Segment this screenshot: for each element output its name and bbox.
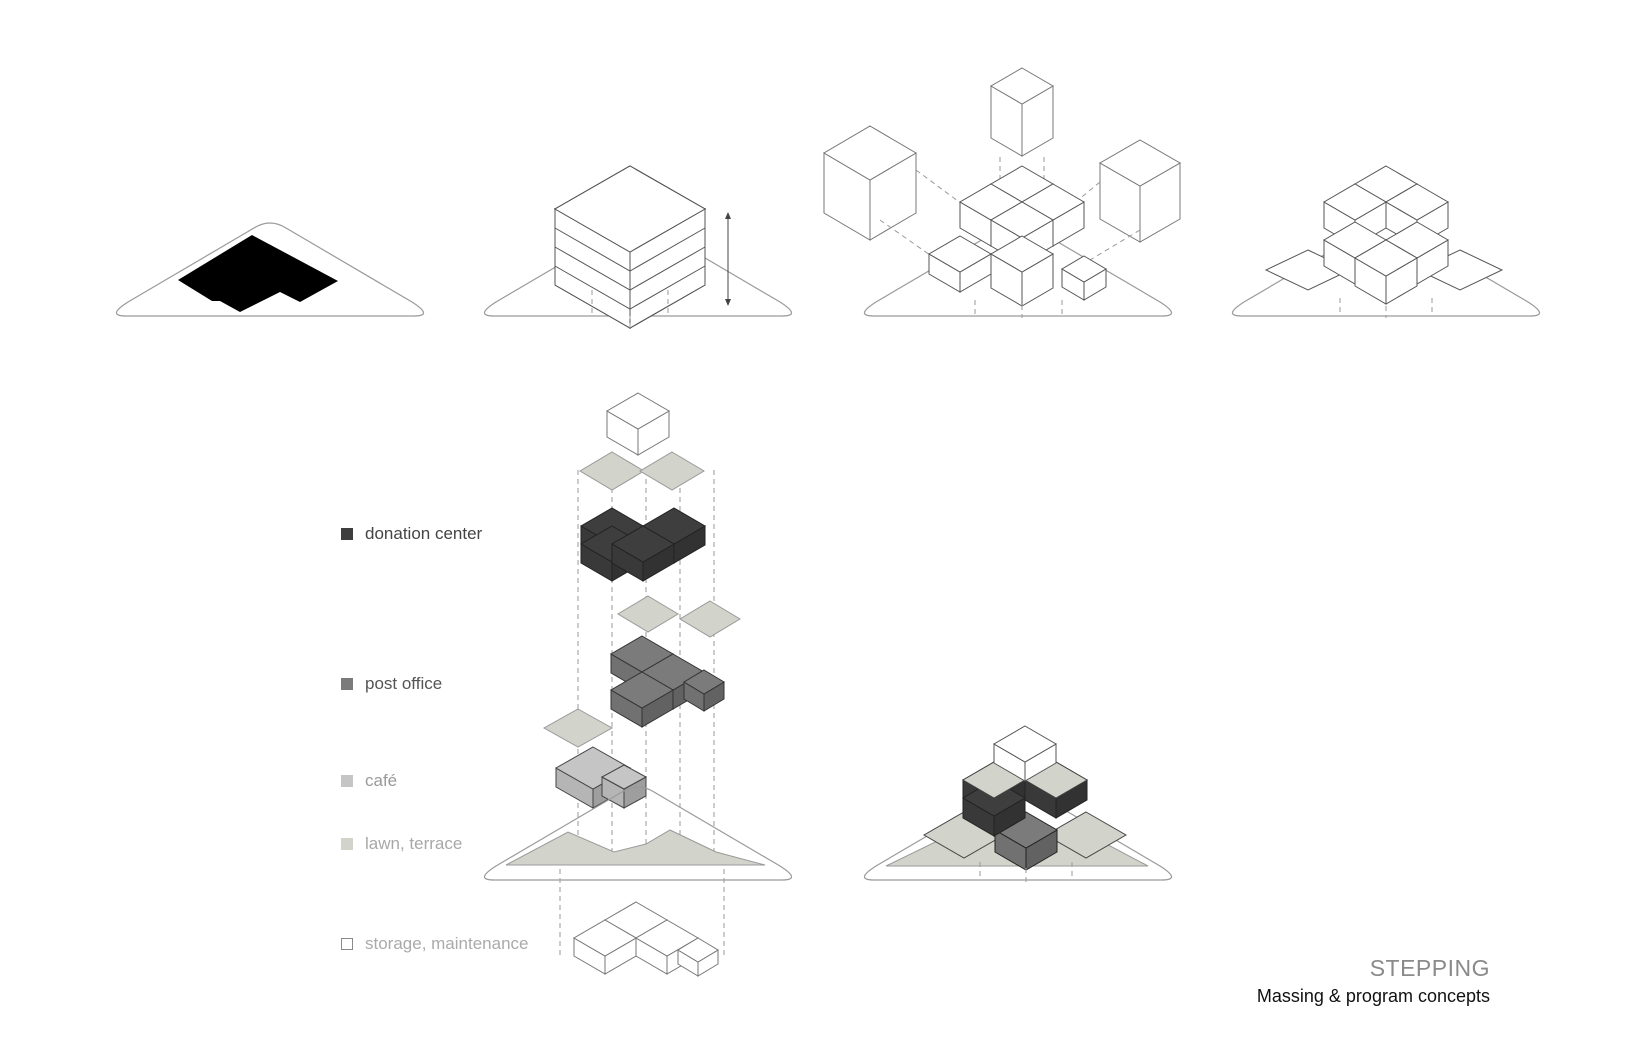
floor-line [554,227,706,272]
lawn-plate [579,451,645,491]
swatch-donation-center [341,528,353,540]
cafe-block [600,764,648,809]
post-office-block [610,671,674,728]
pyramid-low-center [990,235,1054,307]
lawn-plate [639,451,705,491]
legend-label-donation-center: donation center [365,524,483,543]
diagram-displacement [823,67,1182,318]
floor-line [554,265,706,310]
legend-label-lawn-terrace: lawn, terrace [365,834,463,853]
storage-top-block [993,725,1057,782]
lifted-block-top [990,67,1054,157]
lawn-ground [505,829,766,866]
diagram-extrusion [483,165,793,329]
storage-block [573,919,637,975]
lawn-plate [617,595,679,633]
legend-item-cafe: café [341,771,397,791]
page-subtitle: Massing & program concepts [1256,986,1490,1006]
storage-block [677,937,719,977]
arrow-head [725,212,731,219]
lifted-block-right [1098,139,1182,243]
diagram-program-assembled [863,725,1173,884]
diagram-stepped [1231,165,1541,318]
site-outline [115,222,425,317]
building-footprint [178,235,338,312]
legend-item-storage-maintenance: storage, maintenance [341,934,529,954]
swatch-storage-maintenance [341,938,353,950]
lifted-block-left [823,125,917,241]
diagram-program-exploded [483,392,793,977]
storage-top-block [606,392,670,456]
pyramid-low-right [1061,255,1107,301]
terrace-plate-right [1044,811,1128,859]
post-office-block [683,669,725,712]
step-base [1354,239,1418,305]
donation-center-block [611,525,675,582]
legend-item-lawn-terrace: lawn, terrace [341,834,462,854]
pyramid-low-left [928,235,992,293]
projection-line [879,219,941,263]
legend-item-post-office: post office [341,674,442,694]
floor-line [554,246,706,291]
step-mid-right [1385,183,1449,247]
diagram-footprint [115,222,425,317]
legend-label-post-office: post office [365,674,443,693]
legend-label-storage-maintenance: storage, maintenance [365,934,529,953]
swatch-lawn-terrace [341,838,353,850]
legend-item-donation-center: donation center [341,524,482,544]
page-title: STEPPING [1369,955,1490,981]
arrow-head [725,299,731,306]
swatch-cafe [341,775,353,787]
extruded-mass [553,165,707,329]
lawn-plate [542,708,614,748]
swatch-post-office [341,678,353,690]
projection-line [1089,229,1141,261]
site-outline [483,786,793,881]
legend-label-cafe: café [365,771,398,790]
lawn-plate [679,600,741,638]
title-block: STEPPING Massing & program concepts [1257,955,1490,1007]
